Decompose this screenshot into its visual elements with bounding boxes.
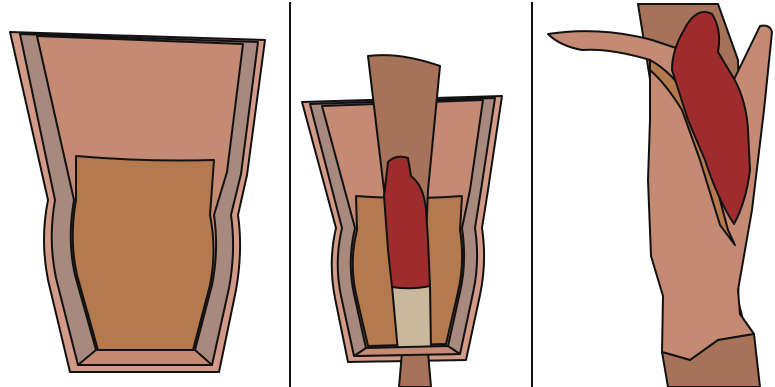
panel-right [548,4,772,387]
left-vessel-lumen-content [73,156,214,350]
left-vessel-base [78,350,212,365]
panel-left [10,32,265,372]
panel-middle [302,55,502,387]
middle-vessel-base [354,346,460,356]
middle-pale-plug [392,283,431,353]
middle-stem [399,352,431,387]
